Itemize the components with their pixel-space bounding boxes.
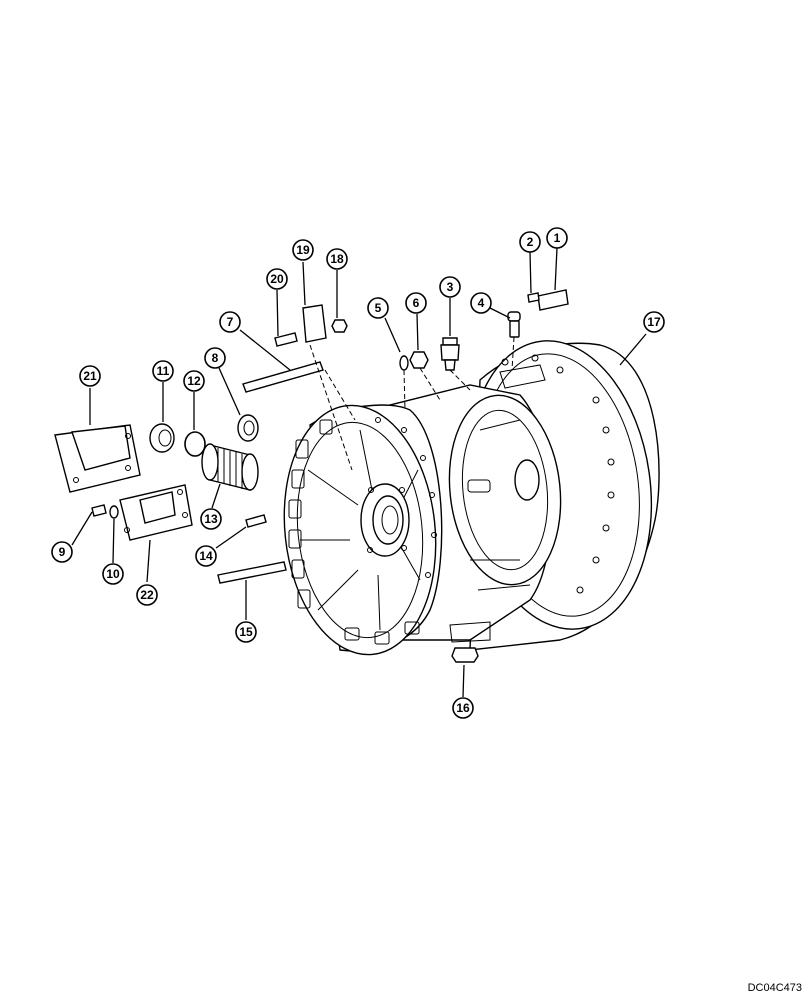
callout-21: 21 bbox=[79, 365, 101, 387]
callout-10: 10 bbox=[102, 563, 124, 585]
transmission-housing bbox=[283, 340, 660, 656]
svg-text:11: 11 bbox=[157, 364, 170, 378]
callout-3: 3 bbox=[439, 276, 461, 298]
leader-lines bbox=[71, 247, 647, 698]
long-pin bbox=[217, 561, 287, 584]
lock-plate bbox=[302, 304, 327, 343]
bottom-plug bbox=[451, 647, 479, 663]
drain-plug bbox=[237, 414, 259, 442]
callout-15: 15 bbox=[235, 621, 257, 643]
svg-text:7: 7 bbox=[227, 315, 234, 329]
rear-flange-bolts bbox=[501, 354, 615, 594]
callout-7: 7 bbox=[219, 311, 241, 333]
guard-cover bbox=[54, 424, 141, 493]
drawing-code: DC04C473 bbox=[747, 982, 802, 994]
callout-1: 1 bbox=[546, 227, 568, 249]
callout-14: 14 bbox=[195, 545, 217, 567]
callout-17: 17 bbox=[643, 311, 665, 333]
svg-text:17: 17 bbox=[647, 315, 661, 329]
oil-filter bbox=[201, 443, 259, 491]
callout-11: 11 bbox=[152, 360, 174, 382]
svg-text:19: 19 bbox=[296, 243, 310, 257]
front-ribs bbox=[288, 419, 420, 645]
cap bbox=[149, 423, 175, 453]
cover-plate bbox=[537, 289, 569, 311]
nut bbox=[409, 351, 429, 369]
svg-text:12: 12 bbox=[187, 374, 201, 388]
svg-text:15: 15 bbox=[239, 625, 253, 639]
small-nut bbox=[331, 319, 348, 333]
callout-9: 9 bbox=[51, 541, 73, 563]
callout-12: 12 bbox=[183, 370, 205, 392]
bolt bbox=[274, 332, 298, 347]
svg-text:2: 2 bbox=[527, 235, 534, 249]
svg-text:5: 5 bbox=[375, 301, 382, 315]
washer bbox=[399, 355, 409, 371]
front-flange-bolts bbox=[375, 417, 437, 578]
fitting bbox=[440, 337, 460, 371]
callout-6: 6 bbox=[405, 292, 427, 314]
dowel-pin bbox=[245, 514, 267, 528]
callout-13: 13 bbox=[200, 508, 222, 530]
callout-16: 16 bbox=[452, 697, 474, 719]
svg-text:9: 9 bbox=[59, 545, 66, 559]
stud bbox=[242, 361, 324, 393]
svg-text:10: 10 bbox=[106, 567, 120, 581]
svg-text:8: 8 bbox=[212, 351, 219, 365]
svg-text:1: 1 bbox=[554, 231, 561, 245]
svg-text:3: 3 bbox=[447, 280, 454, 294]
svg-text:22: 22 bbox=[140, 588, 154, 602]
callout-2: 2 bbox=[519, 231, 541, 253]
o-ring bbox=[184, 431, 206, 457]
mounting-bracket bbox=[119, 484, 193, 541]
small-bolt bbox=[91, 504, 107, 517]
callout-22: 22 bbox=[136, 584, 158, 606]
breather bbox=[507, 311, 521, 338]
callout-19: 19 bbox=[292, 239, 314, 261]
screw bbox=[527, 292, 540, 303]
callout-8: 8 bbox=[204, 347, 226, 369]
front-hub bbox=[360, 483, 410, 557]
svg-text:16: 16 bbox=[456, 701, 470, 715]
svg-text:21: 21 bbox=[83, 369, 97, 383]
svg-text:20: 20 bbox=[270, 272, 284, 286]
callout-20: 20 bbox=[266, 268, 288, 290]
svg-text:14: 14 bbox=[199, 549, 213, 563]
svg-text:13: 13 bbox=[204, 512, 218, 526]
callout-4: 4 bbox=[470, 292, 492, 314]
callout-18: 18 bbox=[326, 248, 348, 270]
svg-text:6: 6 bbox=[413, 296, 420, 310]
svg-text:18: 18 bbox=[330, 252, 344, 266]
callout-5: 5 bbox=[367, 297, 389, 319]
svg-text:4: 4 bbox=[478, 296, 485, 310]
small-washer bbox=[109, 505, 119, 519]
